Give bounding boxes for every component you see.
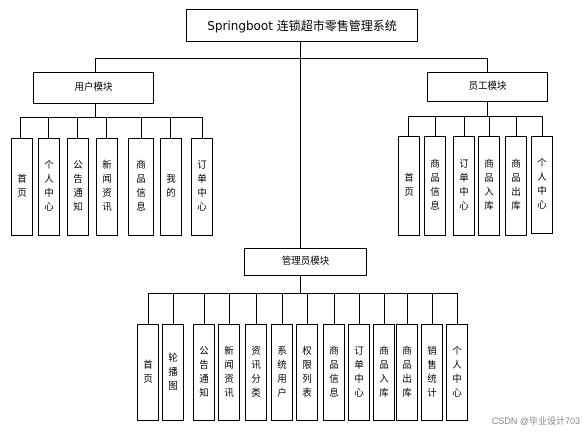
staff-item-label: 订单中心 — [459, 159, 469, 212]
staff-item-node: 订单中心 — [453, 136, 475, 236]
admin-item-label: 订单中心 — [354, 345, 364, 399]
admin-item-node: 个人中心 — [446, 324, 468, 421]
admin-item-label: 商品出库 — [402, 345, 412, 399]
staff-item-node: 商品入库 — [478, 136, 500, 236]
admin-item-label: 商品入库 — [379, 345, 389, 399]
user-item-node: 我的 — [160, 138, 182, 236]
user-item-label: 新闻资讯 — [102, 160, 112, 213]
admin-item-label: 商品信息 — [329, 345, 339, 399]
admin-item-label: 首页 — [143, 359, 153, 385]
admin-item-label: 新闻资讯 — [224, 345, 234, 399]
admin-item-node: 商品入库 — [373, 324, 395, 421]
user-module-node: 用户模块 — [33, 72, 154, 104]
user-item-node: 公告通知 — [67, 138, 89, 236]
admin-item-node: 系统用户 — [271, 324, 293, 421]
staff-item-node: 商品出库 — [505, 136, 527, 236]
staff-module-node: 员工模块 — [427, 72, 548, 102]
admin-item-node: 公告通知 — [193, 324, 215, 421]
admin-item-node: 商品出库 — [396, 324, 418, 421]
staff-item-label: 商品入库 — [484, 159, 494, 212]
root-node: Springboot 连锁超市零售管理系统 — [186, 9, 418, 42]
admin-item-label: 销售统计 — [427, 345, 437, 399]
admin-item-node: 轮播图 — [162, 324, 184, 421]
admin-module-label: 管理员模块 — [281, 256, 330, 268]
admin-item-label: 轮播图 — [168, 352, 178, 392]
admin-item-label: 系统用户 — [277, 345, 287, 399]
user-item-node: 订单中心 — [191, 138, 213, 236]
user-item-node: 首页 — [11, 138, 33, 236]
admin-item-node: 销售统计 — [421, 324, 443, 421]
admin-item-node: 订单中心 — [348, 324, 370, 421]
user-item-label: 首页 — [17, 174, 27, 199]
staff-item-label: 个人中心 — [537, 158, 547, 211]
staff-module-label: 员工模块 — [468, 81, 507, 93]
user-item-label: 商品信息 — [136, 160, 146, 213]
admin-module-node: 管理员模块 — [244, 248, 367, 276]
admin-item-label: 权限列表 — [302, 345, 312, 399]
root-title: Springboot 连锁超市零售管理系统 — [207, 18, 397, 33]
staff-item-node: 商品信息 — [424, 136, 446, 236]
user-item-label: 公告通知 — [73, 160, 83, 213]
user-item-label: 我的 — [166, 174, 176, 199]
user-item-label: 订单中心 — [197, 160, 207, 213]
staff-item-node: 首页 — [398, 136, 420, 236]
admin-item-label: 个人中心 — [452, 345, 462, 399]
user-item-node: 个人中心 — [38, 138, 60, 236]
user-module-label: 用户模块 — [74, 82, 113, 94]
admin-item-node: 首页 — [137, 324, 159, 421]
user-item-label: 个人中心 — [44, 160, 54, 213]
admin-item-node: 权限列表 — [296, 324, 318, 421]
staff-item-label: 商品信息 — [430, 159, 440, 212]
csdn-watermark: CSDN @毕业设计703 — [491, 416, 580, 426]
staff-item-label: 商品出库 — [511, 159, 521, 212]
user-item-node: 新闻资讯 — [96, 138, 118, 236]
admin-item-node: 新闻资讯 — [218, 324, 240, 421]
staff-item-node: 个人中心 — [531, 136, 553, 234]
user-item-node: 商品信息 — [128, 138, 154, 236]
staff-item-label: 首页 — [404, 173, 414, 198]
admin-item-node: 商品信息 — [323, 324, 345, 421]
admin-item-label: 公告通知 — [199, 345, 209, 399]
admin-item-node: 资讯分类 — [245, 324, 267, 421]
admin-item-label: 资讯分类 — [251, 345, 261, 399]
